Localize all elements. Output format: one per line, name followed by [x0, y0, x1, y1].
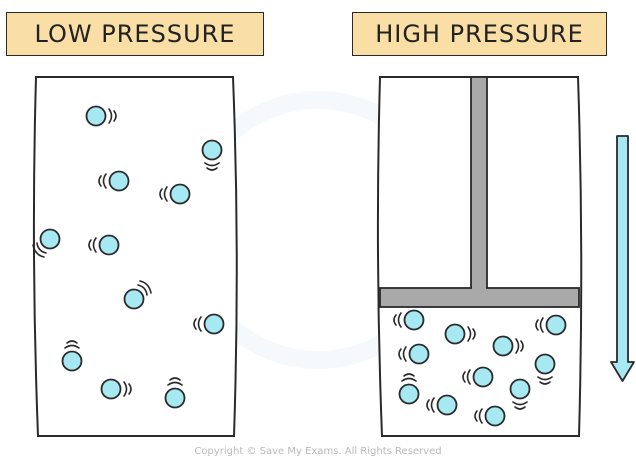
down-arrow-icon — [611, 136, 634, 381]
piston-rod — [471, 77, 487, 289]
low-pressure-container — [34, 77, 237, 436]
piston-plate — [380, 288, 579, 307]
copyright-notice: Copyright © Save My Exams. All Rights Re… — [0, 446, 636, 457]
